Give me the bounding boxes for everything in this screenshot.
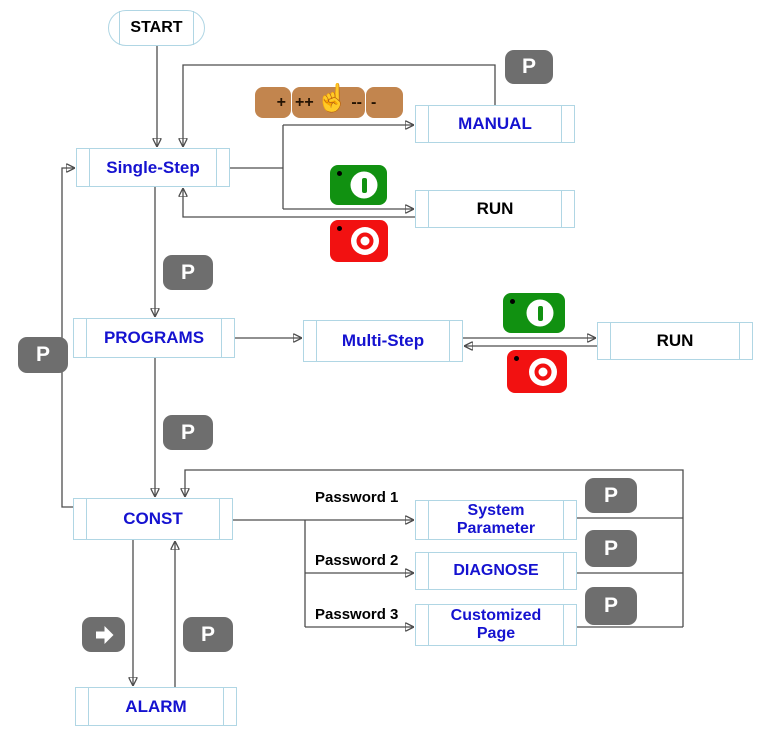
- p-key-label: P: [603, 536, 618, 560]
- p-key-back-loop[interactable]: P: [18, 337, 68, 373]
- node-run-program-label: RUN: [656, 331, 694, 351]
- node-diagnose: DIAGNOSE: [415, 552, 577, 590]
- node-manual-label: MANUAL: [458, 114, 532, 134]
- indicator-dot: [337, 226, 342, 231]
- stop-icon: [529, 357, 557, 386]
- node-run-program: RUN: [597, 322, 753, 360]
- indicator-dot: [514, 356, 519, 361]
- jog-plus-label: +: [276, 93, 286, 111]
- p-key-alarm[interactable]: P: [183, 617, 233, 652]
- p-key-label: P: [35, 343, 50, 366]
- p-key-label: P: [180, 420, 195, 444]
- node-customized-page-label: Customized Page: [450, 607, 542, 642]
- jog-plusplus-label: ++: [295, 93, 314, 111]
- node-manual: MANUAL: [415, 105, 575, 143]
- p-key-to-programs[interactable]: P: [163, 255, 213, 290]
- p-key-label: P: [180, 260, 195, 284]
- p-key-label: P: [200, 622, 215, 646]
- next-page-key[interactable]: [82, 617, 125, 652]
- jog-minus-label: -: [371, 93, 377, 111]
- jog-plus-key[interactable]: +: [255, 87, 291, 118]
- p-key-diagnose[interactable]: P: [585, 530, 637, 567]
- p-key-system-parameter[interactable]: P: [585, 478, 637, 513]
- indicator-dot: [510, 299, 515, 304]
- right-arrow-icon: [95, 625, 113, 644]
- node-diagnose-label: DIAGNOSE: [453, 562, 539, 580]
- power-on-icon: [350, 171, 378, 199]
- node-alarm-label: ALARM: [125, 696, 187, 716]
- node-run-manual: RUN: [415, 190, 575, 228]
- node-customized-page: Customized Page: [415, 604, 577, 646]
- power-on-icon: [526, 299, 554, 327]
- node-system-parameter: System Parameter: [415, 500, 577, 540]
- node-multi-step: Multi-Step: [303, 320, 463, 362]
- node-system-parameter-label: System Parameter: [456, 502, 536, 537]
- p-key-label: P: [603, 594, 618, 617]
- node-start-label: START: [130, 19, 183, 37]
- jog-minusminus-label: --: [351, 93, 362, 111]
- password2-label: Password 2: [315, 552, 399, 569]
- stop-key-single[interactable]: [330, 220, 388, 262]
- p-key-label: P: [521, 55, 536, 78]
- jog-hand-key[interactable]: ++ ☝ --: [292, 83, 365, 118]
- node-alarm: ALARM: [75, 687, 237, 726]
- p-key-to-const[interactable]: P: [163, 415, 213, 450]
- stop-key-multi[interactable]: [507, 350, 567, 393]
- p-key-label: P: [603, 483, 618, 507]
- password1-label: Password 1: [315, 489, 399, 506]
- node-const-label: CONST: [123, 509, 183, 529]
- jog-minus-key[interactable]: -: [366, 87, 403, 118]
- start-key-single[interactable]: [330, 165, 387, 205]
- stop-icon: [350, 227, 379, 255]
- indicator-dot: [337, 171, 342, 176]
- node-run-manual-label: RUN: [476, 199, 514, 219]
- node-programs: PROGRAMS: [73, 318, 235, 358]
- p-key-manual[interactable]: P: [505, 50, 553, 84]
- node-programs-label: PROGRAMS: [103, 328, 205, 348]
- node-const: CONST: [73, 498, 233, 540]
- node-single-step-label: Single-Step: [106, 157, 200, 177]
- node-single-step: Single-Step: [76, 148, 230, 187]
- start-key-multi[interactable]: [503, 293, 565, 333]
- node-start: START: [108, 10, 205, 46]
- node-multi-step-label: Multi-Step: [341, 331, 425, 351]
- password3-label: Password 3: [315, 606, 399, 623]
- pointing-hand-icon: ☝: [315, 83, 350, 113]
- p-key-customized-page[interactable]: P: [585, 587, 637, 625]
